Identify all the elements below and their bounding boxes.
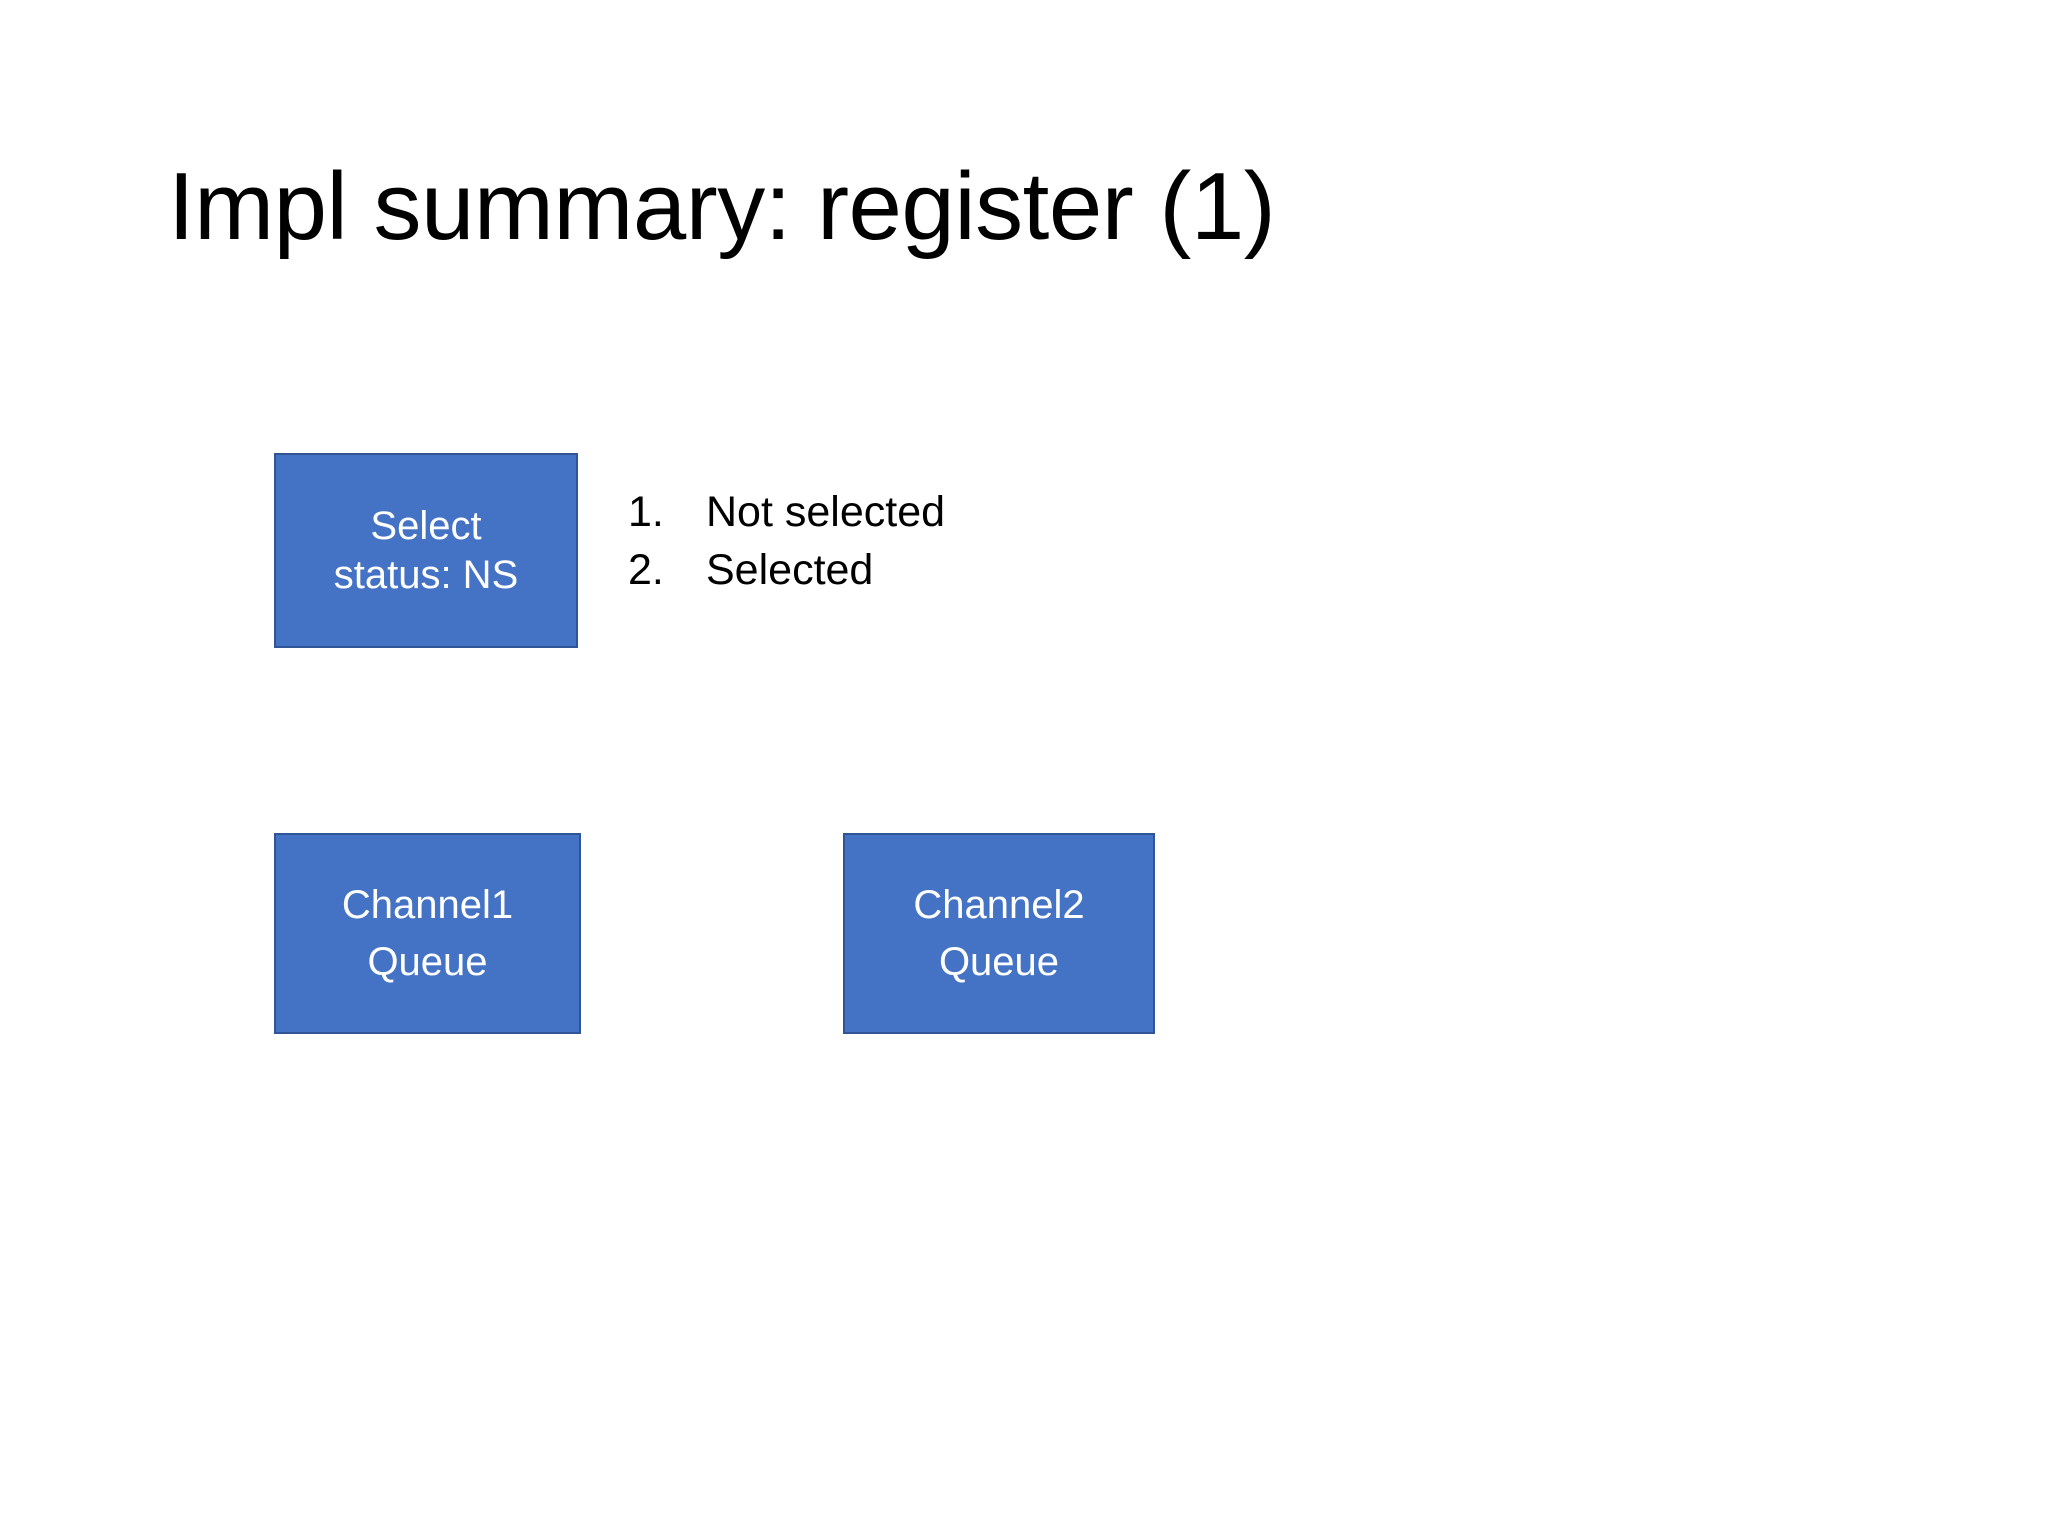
status-legend-list: 1. Not selected 2. Selected bbox=[628, 483, 945, 599]
list-item-marker: 2. bbox=[628, 546, 664, 595]
list-item-label: Selected bbox=[706, 546, 874, 595]
channel1-queue-box-line2: Queue bbox=[367, 939, 488, 984]
channel1-queue-box-line1: Channel1 bbox=[341, 882, 514, 927]
channel2-queue-box-line2: Queue bbox=[938, 939, 1060, 984]
select-status-box-line2: status: NS bbox=[333, 552, 519, 597]
list-item-marker: 1. bbox=[628, 488, 664, 536]
channel1-queue-box[interactable]: Channel1 Queue bbox=[274, 833, 581, 1034]
select-status-box-line1: Select bbox=[370, 503, 482, 548]
list-item: 2. Selected bbox=[628, 541, 945, 599]
channel2-queue-box-line1: Channel2 bbox=[913, 882, 1085, 927]
select-status-box[interactable]: Select status: NS bbox=[274, 453, 578, 648]
page-title: Impl summary: register (1) bbox=[168, 153, 1276, 260]
list-item-label: Not selected bbox=[706, 488, 946, 536]
list-item: 1. Not selected bbox=[628, 483, 945, 541]
channel2-queue-box[interactable]: Channel2 Queue bbox=[843, 833, 1155, 1034]
